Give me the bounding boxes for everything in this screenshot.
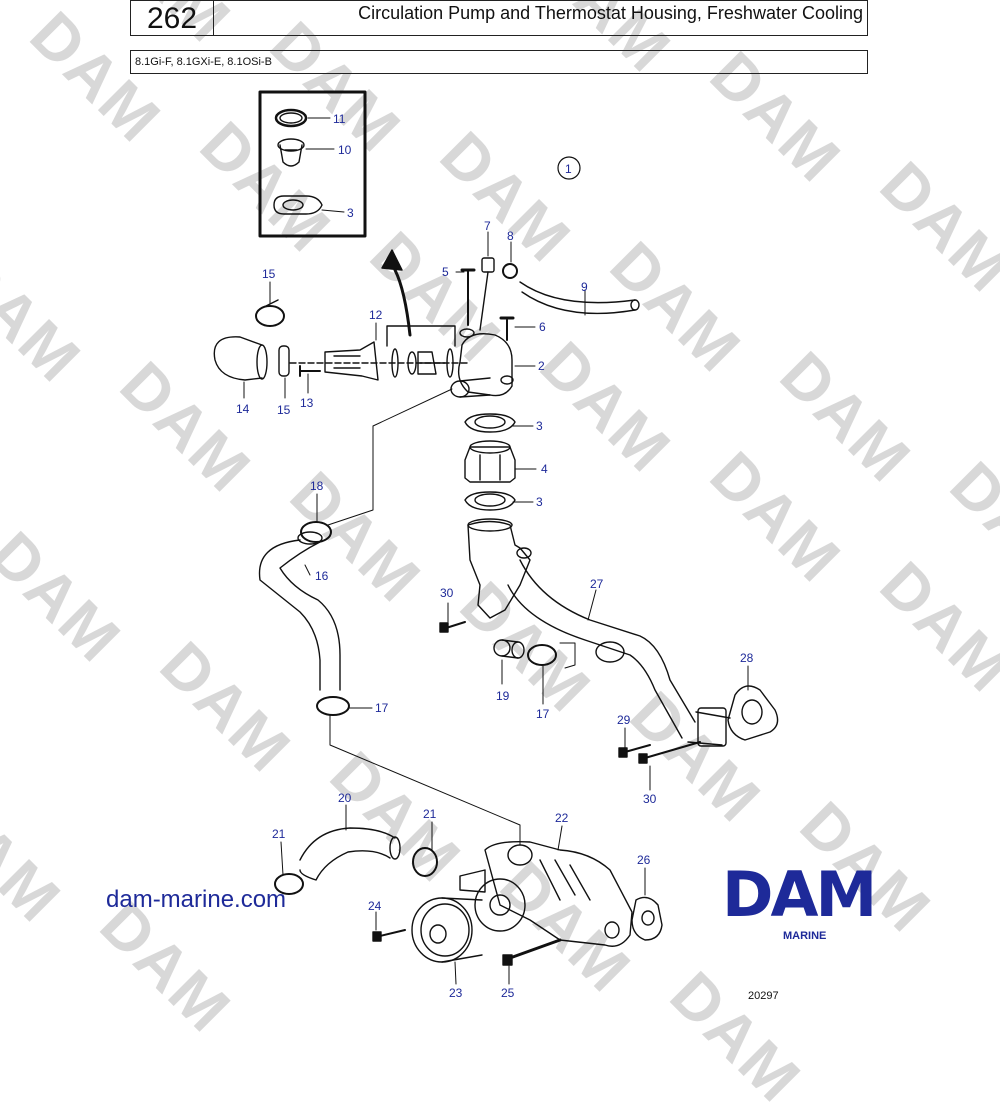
callout-c9: 9 bbox=[581, 280, 588, 294]
website-link[interactable]: dam-marine.com bbox=[106, 886, 287, 913]
water-pump-22 bbox=[459, 840, 633, 947]
callout-c11: 11 bbox=[333, 112, 346, 126]
callout-c22: 22 bbox=[555, 811, 569, 825]
lower-housing bbox=[467, 518, 532, 619]
thermostat-assembly bbox=[289, 325, 471, 378]
callout-c7: 7 bbox=[484, 219, 491, 233]
callout-c15a: 15 bbox=[262, 267, 276, 281]
clamp-17-lower bbox=[316, 696, 350, 716]
bolt-29 bbox=[624, 744, 651, 753]
callout-c26: 26 bbox=[637, 853, 651, 867]
callout-c3b: 3 bbox=[536, 419, 543, 433]
callout-c2: 2 bbox=[538, 359, 545, 373]
hose-9 bbox=[519, 281, 636, 315]
clamp-21-right bbox=[412, 847, 438, 877]
callout-c5: 5 bbox=[442, 265, 449, 279]
clamp-18 bbox=[300, 521, 332, 543]
callout-c6: 6 bbox=[539, 320, 546, 334]
callout-c16: 16 bbox=[315, 569, 329, 583]
pulley-23 bbox=[411, 897, 483, 963]
bolt-24 bbox=[379, 929, 406, 937]
callout-c23: 23 bbox=[449, 986, 463, 1000]
clamp-17-mid bbox=[527, 644, 557, 666]
callout-c21a: 21 bbox=[423, 807, 437, 821]
drawing-number: 20297 bbox=[748, 990, 779, 1002]
callout-c10: 10 bbox=[338, 143, 352, 157]
callout-c18: 18 bbox=[310, 479, 324, 493]
bolt-25 bbox=[508, 938, 562, 960]
bolt-13 bbox=[299, 365, 321, 377]
callout-circle-1 bbox=[557, 156, 581, 180]
callout-c30b: 30 bbox=[643, 792, 657, 806]
callout-c28: 28 bbox=[740, 651, 754, 665]
gasket-26 bbox=[631, 896, 663, 941]
thermostat-cover-12 bbox=[324, 341, 379, 381]
callout-c20: 20 bbox=[338, 791, 352, 805]
bolt-30-lower bbox=[644, 741, 701, 759]
callout-c3c: 3 bbox=[536, 495, 543, 509]
page-title: Circulation Pump and Thermostat Housing,… bbox=[358, 3, 863, 23]
sensor-7 bbox=[481, 257, 495, 273]
gasket-3-upper bbox=[464, 413, 516, 433]
brand-logo: DAM bbox=[722, 858, 877, 931]
inset-box bbox=[258, 90, 367, 238]
hose-14 bbox=[213, 336, 268, 381]
clamp-21-left bbox=[274, 873, 304, 895]
model-list: 8.1Gi-F, 8.1GXi-E, 8.1OSi-B bbox=[130, 50, 868, 74]
gasket-3-lower bbox=[464, 491, 516, 511]
hose-20 bbox=[299, 827, 401, 881]
parts-diagram: 1110317859151262141513343181627301917281… bbox=[213, 90, 779, 1000]
callout-c27: 27 bbox=[590, 577, 604, 591]
callout-c30a: 30 bbox=[440, 586, 454, 600]
callout-c17b: 17 bbox=[375, 701, 389, 715]
header-box: 262 Circulation Pump and Thermostat Hous… bbox=[130, 0, 868, 36]
housing-4 bbox=[464, 440, 516, 483]
clamp-15-upper bbox=[255, 305, 285, 327]
callout-c4: 4 bbox=[541, 462, 548, 476]
callout-c3a: 3 bbox=[347, 206, 354, 220]
callout-c12: 12 bbox=[369, 308, 383, 322]
flange-28 bbox=[687, 685, 779, 747]
clamp-15-lower bbox=[278, 345, 290, 377]
leader-lines bbox=[243, 117, 749, 985]
callout-c8: 8 bbox=[507, 229, 514, 243]
brand-subtitle: MARINE bbox=[783, 930, 827, 942]
pipe-27 bbox=[507, 559, 696, 739]
hose-16 bbox=[258, 531, 341, 691]
page-number: 262 bbox=[131, 1, 214, 36]
callout-c24: 24 bbox=[368, 899, 382, 913]
callout-c21b: 21 bbox=[272, 827, 286, 841]
callout-c29: 29 bbox=[617, 713, 631, 727]
callout-c17a: 17 bbox=[536, 707, 550, 721]
callout-c15b: 15 bbox=[277, 403, 291, 417]
clamp-8 bbox=[502, 263, 518, 279]
callout-c25: 25 bbox=[501, 986, 515, 1000]
callout-c1: 1 bbox=[565, 162, 572, 176]
callout-c19: 19 bbox=[496, 689, 510, 703]
callout-c13: 13 bbox=[300, 396, 314, 410]
thermostat-housing-2 bbox=[450, 328, 514, 398]
callout-c14: 14 bbox=[236, 402, 250, 416]
sleeve-19 bbox=[493, 639, 525, 659]
direction-arrow bbox=[393, 268, 412, 337]
bolt-30-upper bbox=[445, 621, 466, 629]
